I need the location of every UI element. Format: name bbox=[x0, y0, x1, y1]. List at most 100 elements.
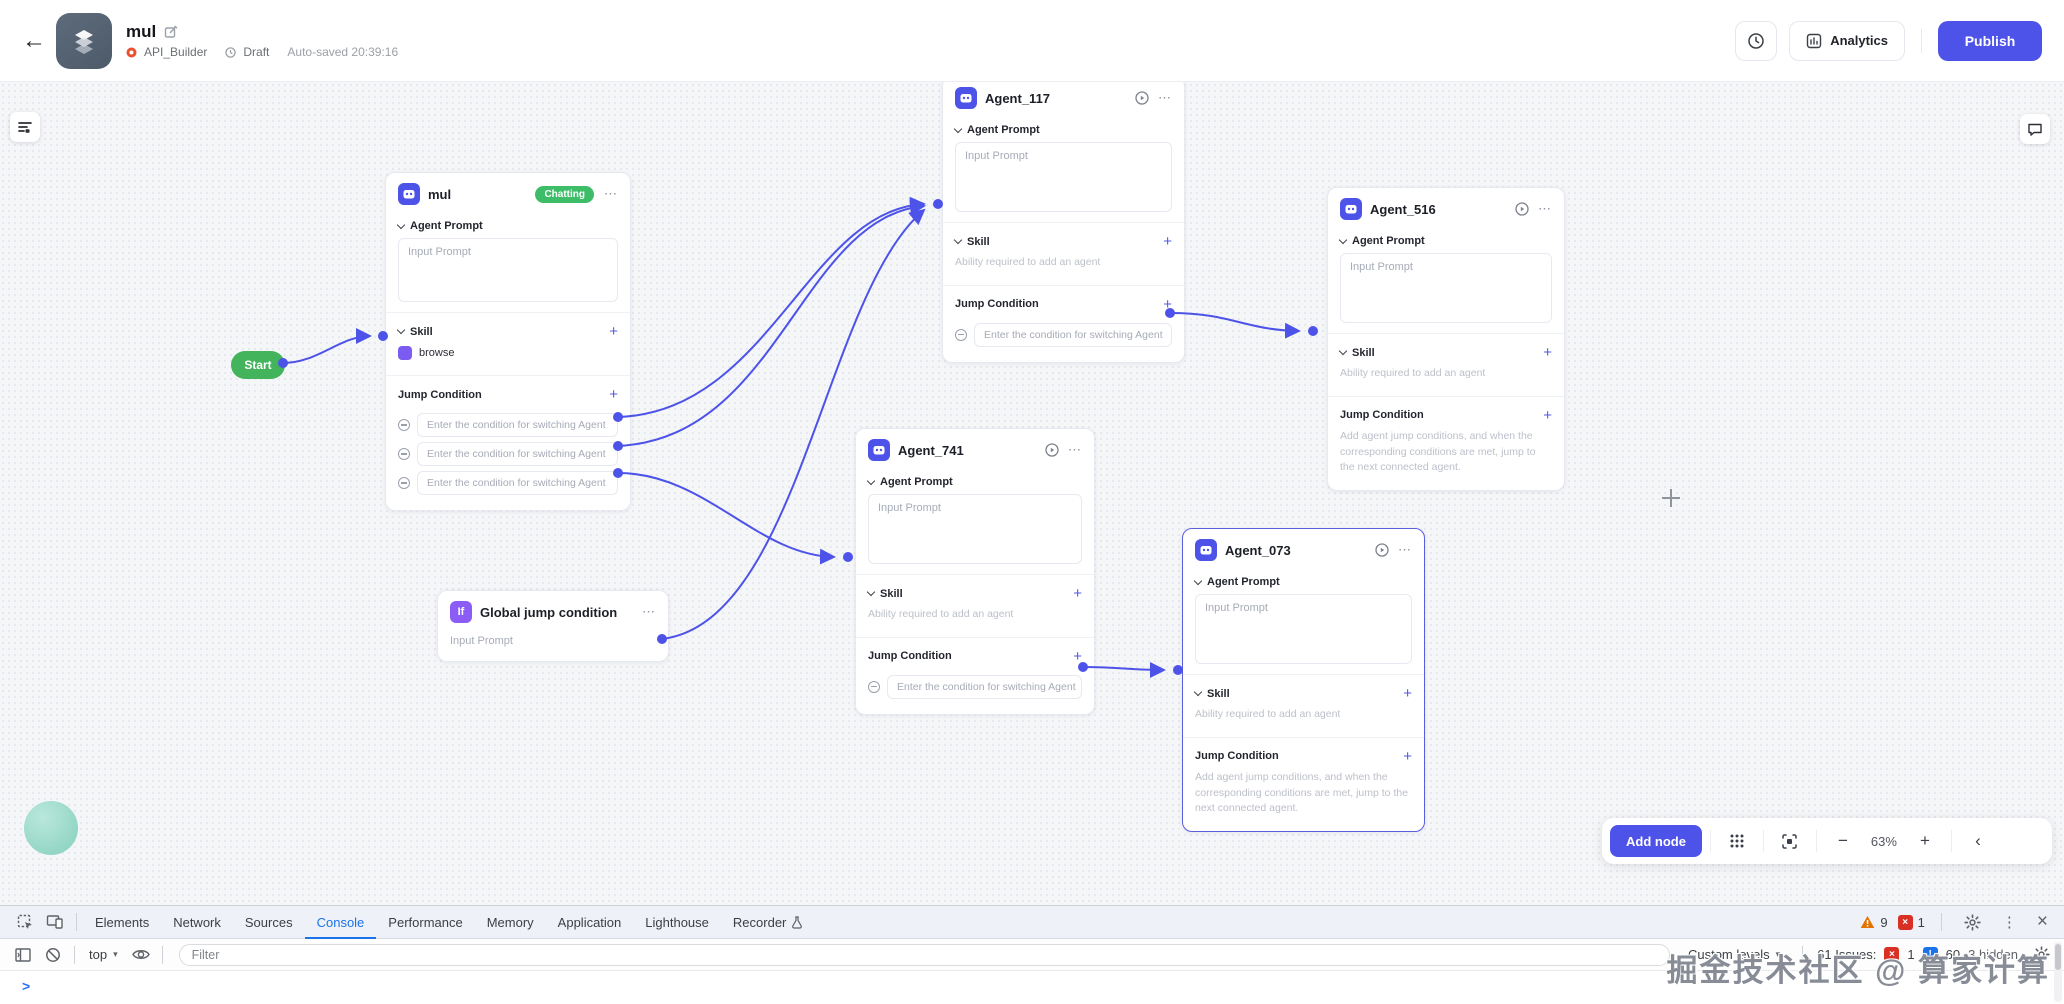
analytics-button[interactable]: Analytics bbox=[1789, 20, 1905, 61]
log-levels-selector[interactable]: Custom levels ▾ bbox=[1680, 947, 1788, 962]
tab-lighthouse[interactable]: Lighthouse bbox=[645, 914, 709, 930]
add-skill-icon[interactable]: + bbox=[1403, 685, 1412, 702]
console-prompt-icon[interactable]: > bbox=[22, 978, 31, 994]
condition-input[interactable]: Enter the condition for switching Agent bbox=[417, 442, 618, 466]
edit-icon[interactable] bbox=[164, 25, 178, 39]
fit-view-button[interactable] bbox=[1772, 825, 1808, 857]
device-toolbar-button[interactable] bbox=[40, 909, 70, 935]
port-agent741-in[interactable] bbox=[843, 552, 853, 562]
agent-node-mul[interactable]: mul Chatting ⋯ Agent Prompt Input Prompt… bbox=[385, 172, 631, 511]
port-mul-in[interactable] bbox=[378, 331, 388, 341]
chevron-down-icon[interactable] bbox=[1338, 346, 1348, 356]
more-icon[interactable]: ⋯ bbox=[604, 186, 618, 201]
agent-node-073[interactable]: Agent_073 ⋯ Agent Prompt Input Prompt Sk… bbox=[1182, 528, 1425, 832]
add-skill-icon[interactable]: + bbox=[1073, 585, 1082, 602]
chevron-down-icon[interactable] bbox=[1338, 235, 1348, 244]
errors-counter[interactable]: × 1 bbox=[1897, 914, 1925, 930]
condition-input[interactable]: Enter the condition for switching Agent bbox=[974, 322, 1172, 347]
agent-prompt-input[interactable]: Input Prompt bbox=[955, 142, 1172, 212]
devtools-menu-button[interactable]: ⋮ bbox=[2001, 914, 2017, 931]
remove-condition-icon[interactable] bbox=[398, 419, 410, 431]
remove-condition-icon[interactable] bbox=[955, 328, 967, 341]
condition-input[interactable]: Enter the condition for switching Agent bbox=[417, 413, 618, 437]
remove-condition-icon[interactable] bbox=[398, 448, 410, 460]
console-output[interactable]: > bbox=[0, 971, 2064, 1004]
tab-console[interactable]: Console bbox=[305, 906, 377, 939]
chevron-down-icon[interactable] bbox=[953, 235, 963, 245]
clear-console-button[interactable] bbox=[38, 942, 68, 968]
tab-sources[interactable]: Sources bbox=[244, 914, 293, 930]
skill-item-browse[interactable]: browse bbox=[398, 345, 618, 365]
console-filter-input[interactable] bbox=[178, 943, 1670, 966]
agent-prompt-input[interactable]: Input Prompt bbox=[1195, 594, 1412, 664]
add-skill-icon[interactable]: + bbox=[1543, 344, 1552, 361]
zoom-out-button[interactable]: − bbox=[1837, 831, 1848, 850]
console-sidebar-button[interactable] bbox=[8, 942, 38, 968]
chevron-down-icon[interactable] bbox=[866, 476, 876, 485]
tab-elements[interactable]: Elements bbox=[95, 914, 150, 930]
add-node-button[interactable]: Add node bbox=[1610, 825, 1702, 857]
add-condition-icon[interactable]: + bbox=[1163, 295, 1172, 313]
more-icon[interactable]: ⋯ bbox=[1158, 90, 1172, 105]
flow-canvas[interactable]: Start mul Chatting ⋯ Agent Prompt Input … bbox=[0, 82, 2064, 905]
issues-label[interactable]: 61 Issues: bbox=[1817, 947, 1877, 962]
node-list-panel-button[interactable] bbox=[10, 112, 40, 142]
global-jump-condition-node[interactable]: If Global jump condition ⋯ Input Prompt bbox=[437, 590, 669, 662]
warnings-counter[interactable]: 9 bbox=[1860, 915, 1888, 930]
tab-network[interactable]: Network bbox=[173, 914, 221, 930]
tab-performance[interactable]: Performance bbox=[388, 914, 463, 930]
collapse-toolbar-button[interactable]: ‹ bbox=[1975, 831, 1981, 850]
hidden-messages-link[interactable]: 3 hidden bbox=[1968, 947, 2018, 962]
run-agent-icon[interactable] bbox=[1515, 202, 1529, 216]
more-icon[interactable]: ⋯ bbox=[1398, 542, 1412, 557]
more-icon[interactable]: ⋯ bbox=[642, 604, 656, 619]
assistant-bubble[interactable] bbox=[24, 801, 78, 855]
live-expression-button[interactable] bbox=[126, 942, 156, 968]
port-global-out[interactable] bbox=[657, 634, 667, 644]
context-selector[interactable]: top ▾ bbox=[81, 947, 126, 962]
global-jump-input[interactable]: Input Prompt bbox=[450, 635, 513, 647]
version-history-button[interactable] bbox=[1735, 20, 1778, 61]
remove-condition-icon[interactable] bbox=[868, 680, 880, 693]
agent-prompt-input[interactable]: Input Prompt bbox=[398, 238, 618, 302]
run-agent-icon[interactable] bbox=[1045, 443, 1059, 457]
publish-button[interactable]: Publish bbox=[1938, 20, 2042, 61]
agent-node-117[interactable]: Agent_117 ⋯ Agent Prompt Input Prompt Sk… bbox=[942, 82, 1185, 363]
agent-node-516[interactable]: Agent_516 ⋯ Agent Prompt Input Prompt Sk… bbox=[1327, 187, 1565, 491]
agent-prompt-input[interactable]: Input Prompt bbox=[868, 494, 1082, 564]
port-agent741-out[interactable] bbox=[1078, 662, 1088, 672]
zoom-level[interactable]: 63% bbox=[1870, 833, 1897, 849]
add-condition-icon[interactable]: + bbox=[609, 386, 618, 403]
more-icon[interactable]: ⋯ bbox=[1068, 442, 1082, 457]
port-mul-condition-1[interactable] bbox=[613, 412, 623, 422]
start-node[interactable]: Start bbox=[231, 351, 285, 379]
add-condition-icon[interactable]: + bbox=[1073, 647, 1082, 665]
chevron-down-icon[interactable] bbox=[1193, 576, 1203, 585]
tab-application[interactable]: Application bbox=[557, 914, 622, 930]
condition-input[interactable]: Enter the condition for switching Agent bbox=[887, 674, 1082, 699]
port-agent117-in[interactable] bbox=[933, 199, 943, 209]
chevron-down-icon[interactable] bbox=[866, 587, 876, 597]
port-agent073-in[interactable] bbox=[1173, 665, 1183, 675]
run-agent-icon[interactable] bbox=[1135, 91, 1149, 105]
port-mul-condition-2[interactable] bbox=[613, 441, 623, 451]
tab-memory[interactable]: Memory bbox=[486, 914, 534, 930]
agent-node-741[interactable]: Agent_741 ⋯ Agent Prompt Input Prompt Sk… bbox=[855, 428, 1095, 715]
port-start-out[interactable] bbox=[278, 358, 288, 368]
port-agent516-in[interactable] bbox=[1308, 326, 1318, 336]
node-library-button[interactable] bbox=[1719, 825, 1755, 857]
chevron-down-icon[interactable] bbox=[396, 325, 406, 335]
add-condition-icon[interactable]: + bbox=[1403, 747, 1412, 765]
agent-prompt-input[interactable]: Input Prompt bbox=[1340, 253, 1552, 323]
add-condition-icon[interactable]: + bbox=[1543, 406, 1552, 424]
chevron-down-icon[interactable] bbox=[396, 220, 406, 229]
zoom-in-button[interactable]: + bbox=[1919, 831, 1930, 850]
console-scrollbar[interactable] bbox=[2054, 942, 2062, 1002]
more-icon[interactable]: ⋯ bbox=[1538, 201, 1552, 216]
console-settings-button[interactable] bbox=[2026, 942, 2056, 968]
remove-condition-icon[interactable] bbox=[398, 477, 410, 489]
add-skill-icon[interactable]: + bbox=[609, 323, 618, 340]
inspect-element-button[interactable] bbox=[10, 909, 40, 935]
comment-button[interactable] bbox=[2020, 114, 2050, 144]
chevron-down-icon[interactable] bbox=[953, 124, 963, 133]
